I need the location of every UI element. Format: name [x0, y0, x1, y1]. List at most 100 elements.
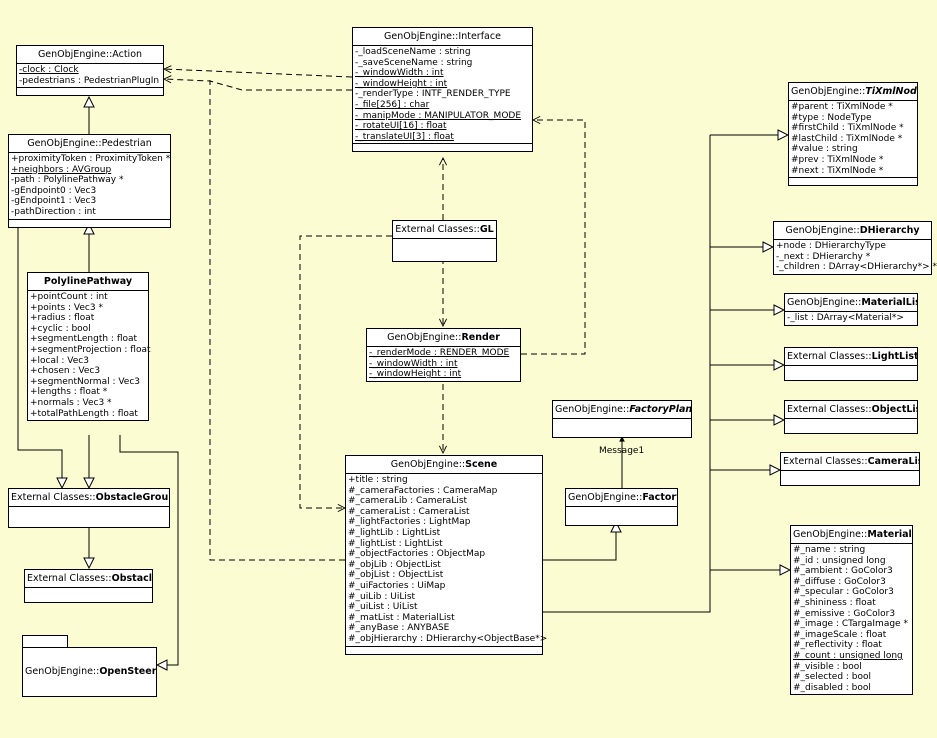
attr: #_ambient : GoColor3: [793, 566, 893, 577]
attr: -gEndpoint1 : Vec3: [11, 196, 97, 207]
class-polyline-attrs: +pointCount : int +points : Vec3 * +radi…: [28, 291, 151, 420]
class-objectlist[interactable]: External Classes::ObjectList: [784, 400, 918, 434]
class-camlist-title: External Classes::CameraList: [781, 453, 919, 471]
attr: #prev : TiXmlNode *: [791, 154, 884, 165]
class-interface-title: GenObjEngine::Interface: [353, 28, 532, 46]
package-opensteer[interactable]: GenObjEngine::OpenSteer: [22, 647, 157, 697]
attr: #_image : CTargaImage *: [793, 619, 908, 630]
attr: -pedestrians : PedestrianPlugIn: [19, 75, 160, 86]
class-material-title: GenObjEngine::Material: [791, 526, 912, 544]
attr: #_objHierarchy : DHierarchy<ObjectBase*>: [348, 633, 548, 644]
class-material[interactable]: GenObjEngine::Material #_name : string #…: [790, 525, 913, 696]
attr: -_loadSceneName : string: [355, 47, 471, 57]
attr: #_name : string: [793, 545, 866, 555]
attr: #_cameraLib : CameraList: [348, 496, 468, 507]
attr: +neighbors : AVGroup: [11, 164, 112, 175]
attr: #_diffuse : GoColor3: [793, 576, 886, 587]
class-action[interactable]: GenObjEngine::Action -clock : Clock -ped…: [16, 45, 164, 97]
attr: +chosen : Vec3: [30, 366, 101, 377]
class-polyline-title: PolylinePathway: [28, 273, 148, 291]
class-pedestrian-attrs: +proximityToken : ProximityToken * +neig…: [9, 153, 170, 219]
attr: -_renderType : INTF_RENDER_TYPE: [355, 89, 511, 100]
attr: #_lightLib : LightList: [348, 527, 441, 538]
class-interface-ops: [353, 143, 532, 151]
class-render[interactable]: GenObjEngine::Render -_renderMode : REND…: [366, 328, 521, 382]
attr: -_saveSceneName : string: [355, 57, 473, 68]
attr: +cyclic : bool: [30, 323, 91, 334]
class-polylinepathway[interactable]: PolylinePathway +pointCount : int +point…: [27, 272, 151, 422]
attr: -_windowWidth : int: [369, 358, 458, 369]
attr: #_selected : bool: [793, 672, 872, 683]
dep-scene-action: [209, 80, 345, 561]
class-lightlist-title: External Classes::LightList: [785, 348, 917, 366]
attr: -_windowWidth : int: [355, 68, 444, 79]
attr: -_next : DHierarchy *: [776, 251, 871, 262]
attr: #_lightList : LightList: [348, 538, 443, 549]
attr: #_reflectivity : float: [793, 640, 882, 651]
attr: +local : Vec3: [30, 355, 89, 366]
attr: #_count : unsigned long: [793, 650, 903, 661]
attr: #value : string: [791, 144, 858, 155]
class-factory-title: GenObjEngine::Factory: [566, 489, 677, 507]
gen-scene-factory: [543, 522, 616, 561]
attr: -_children : DArray<DHierarchy*> *: [776, 262, 937, 273]
class-tixml-attrs: #parent : TiXmlNode * #type : NodeType #…: [789, 101, 917, 177]
class-obstacle-title: External Classes::Obstacle: [25, 570, 152, 588]
class-material-attrs: #_name : string #_id : unsigned long #_a…: [791, 544, 912, 694]
message-label: Message1: [599, 446, 645, 456]
class-render-title: GenObjEngine::Render: [367, 329, 520, 347]
attr: +radius : float: [30, 313, 95, 324]
dep-render-interface: [521, 120, 586, 355]
attr: #lastChild : TiXmlNode *: [791, 133, 903, 144]
attr: +segmentLength : float: [30, 334, 138, 345]
class-objlist-title: External Classes::ObjectList: [785, 401, 917, 419]
class-factoryplant-title: GenObjEngine::FactoryPlant: [553, 401, 691, 419]
class-scene-attrs: +title : string #_cameraFactories : Came…: [346, 474, 548, 646]
attr: #_objectFactories : ObjectMap: [348, 549, 486, 560]
attr: -_translateUI[3] : float: [355, 131, 454, 142]
attr: +segmentNormal : Vec3: [30, 376, 141, 387]
class-action-ops: [17, 87, 163, 95]
attr: #_specular : GoColor3: [793, 587, 894, 598]
class-tixmlnode[interactable]: GenObjEngine::TiXmlNode #parent : TiXmlN…: [788, 82, 918, 187]
class-obstaclegroup[interactable]: External Classes::ObstacleGroup: [8, 488, 170, 528]
class-lightlist[interactable]: External Classes::LightList: [784, 347, 918, 381]
class-scene-title: GenObjEngine::Scene: [346, 456, 542, 474]
class-materiallist[interactable]: GenObjEngine::MaterialList -_list : DArr…: [784, 293, 918, 326]
class-factoryplant[interactable]: GenObjEngine::FactoryPlant: [552, 400, 692, 438]
attr: #_uiFactories : UiMap: [348, 580, 446, 591]
package-opensteer-title: GenObjEngine::OpenSteer: [25, 666, 156, 677]
class-obsgroup-title: External Classes::ObstacleGroup: [9, 489, 169, 507]
attr: #_visible : bool: [793, 661, 862, 672]
class-obstacle[interactable]: External Classes::Obstacle: [24, 569, 153, 603]
class-matlist-title: GenObjEngine::MaterialList: [785, 294, 917, 312]
attr: -_windowHeight : int: [369, 369, 462, 380]
attr: #_objLib : ObjectList: [348, 559, 441, 570]
attr: #_cameraFactories : CameraMap: [348, 485, 498, 496]
class-dhierarchy[interactable]: GenObjEngine::DHierarchy +node : DHierar…: [773, 221, 937, 275]
class-cameralist[interactable]: External Classes::CameraList: [780, 452, 920, 486]
class-pedestrian-title: GenObjEngine::Pedestrian: [9, 135, 170, 153]
attr: +normals : Vec3 *: [30, 397, 112, 408]
attr: -_manipMode : MANIPULATOR_MODE: [355, 110, 522, 121]
attr: -clock : Clock: [19, 65, 79, 75]
class-gl-title: External Classes::GL: [393, 221, 496, 239]
attr: #firstChild : TiXmlNode *: [791, 123, 904, 134]
class-interface[interactable]: GenObjEngine::Interface -_loadSceneName …: [352, 27, 533, 153]
attr: +lengths : float *: [30, 387, 108, 398]
class-pedestrian[interactable]: GenObjEngine::Pedestrian +proximityToken…: [8, 134, 171, 228]
class-factory[interactable]: GenObjEngine::Factory: [565, 488, 678, 526]
attr: #_uiLib : UiList: [348, 591, 416, 602]
attr: #parent : TiXmlNode *: [791, 102, 893, 112]
class-scene[interactable]: GenObjEngine::Scene +title : string #_ca…: [345, 455, 548, 655]
class-action-title: GenObjEngine::Action: [17, 46, 163, 64]
class-action-attrs: -clock : Clock -pedestrians : Pedestrian…: [17, 64, 163, 87]
attr: +segmentProjection : float: [30, 344, 151, 355]
dep-interface-action2: [164, 79, 352, 91]
class-matlist-attrs: -_list : DArray<Material*>: [785, 312, 917, 325]
attr: #_matList : MaterialList: [348, 612, 455, 623]
attr: +pointCount : int: [30, 292, 108, 302]
class-interface-attrs: -_loadSceneName : string -_saveSceneName…: [353, 46, 532, 143]
class-dhier-title: GenObjEngine::DHierarchy: [774, 222, 931, 240]
class-gl[interactable]: External Classes::GL: [392, 220, 497, 262]
